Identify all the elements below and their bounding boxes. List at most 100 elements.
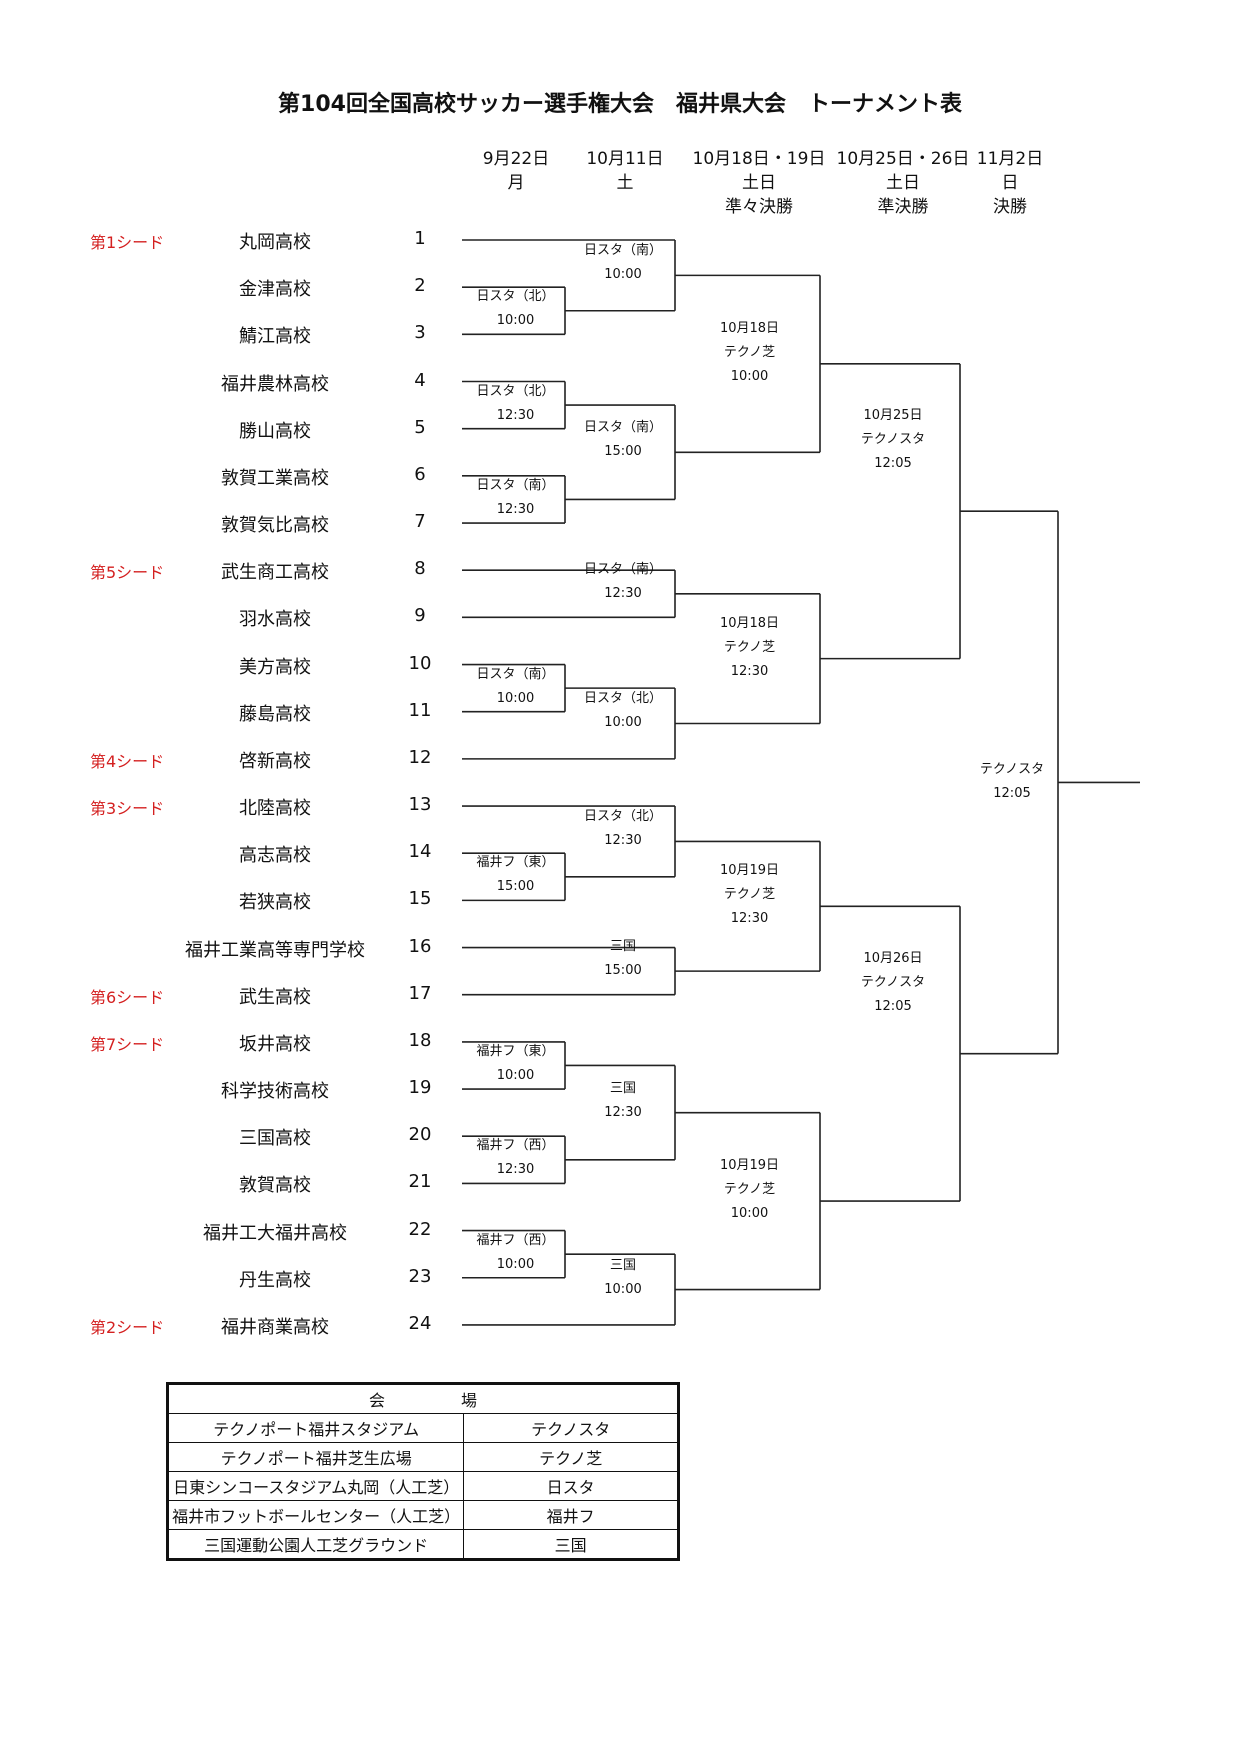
venue-row: 福井市フットボールセンター（人工芝） 福井フ	[166, 1500, 679, 1530]
round2-match-label: 日スタ（南）12:30	[563, 558, 683, 606]
match-time: 10:00	[496, 1256, 535, 1272]
match-time: 10:00	[604, 715, 642, 731]
match-venue: 三国	[609, 1257, 636, 1273]
team-name: 藤島高校	[239, 703, 311, 725]
team-name: 坂井高校	[239, 1033, 311, 1055]
team-name: 北陸高校	[239, 798, 311, 820]
match-time: 12:30	[496, 501, 535, 517]
round2-match-label: 日スタ（北）10:00	[563, 687, 683, 735]
column-day: 土日	[742, 173, 776, 193]
match-time: 12:05	[993, 786, 1031, 802]
round1-match-label: 福井フ（東） 10:00	[456, 1040, 576, 1088]
match-venue: テクノ芝	[723, 1182, 776, 1198]
match-venue: 日スタ（北）	[476, 383, 555, 399]
venue-row: テクノポート福井芝生広場 テクノ芝	[166, 1442, 679, 1472]
team-number: 10	[408, 652, 432, 674]
seed-label: 第1シード	[90, 233, 165, 252]
venue-name: 日東シンコースタジアム丸岡（人工芝）	[166, 1471, 465, 1501]
team-name: 武生高校	[239, 986, 311, 1008]
column-day: 土	[616, 173, 634, 193]
column-round: 決勝	[993, 197, 1027, 217]
column-header-round1: 9月22日 月	[446, 147, 586, 195]
team-name: 福井工業高等専門学校	[185, 939, 365, 961]
match-venue: 三国	[609, 1080, 636, 1096]
team-name: 福井農林高校	[221, 373, 329, 395]
team-name: 福井商業高校	[221, 1316, 329, 1338]
match-time: 12:30	[730, 663, 769, 679]
match-venue: 日スタ（北）	[583, 809, 662, 825]
team-number: 8	[414, 558, 426, 580]
team-number: 6	[414, 463, 426, 485]
team-number: 1	[414, 228, 426, 249]
column-day: 月	[507, 173, 525, 193]
team-name: 高志高校	[239, 845, 311, 867]
match-venue: 福井フ（東）	[476, 855, 555, 871]
team-number: 21	[408, 1171, 432, 1193]
column-round: 準々決勝	[725, 197, 793, 217]
final-label: テクノスタ 12:05	[952, 758, 1072, 806]
round1-match-label: 日スタ（北）12:30	[456, 380, 576, 428]
match-time: 10:00	[496, 313, 535, 329]
team-number: 14	[408, 841, 432, 863]
team-name: 啓新高校	[239, 750, 311, 772]
venue-row: 三国運動公園人工芝グラウンド 三国	[166, 1529, 679, 1560]
venue-name: 三国運動公園人工芝グラウンド	[166, 1529, 465, 1560]
match-time: 12:05	[874, 456, 912, 472]
match-time: 10:00	[496, 690, 535, 706]
match-date: 10月26日	[863, 950, 923, 966]
match-venue: 福井フ（西）	[476, 1232, 555, 1248]
round2-match-label: 日スタ（南）15:00	[563, 416, 683, 464]
team-name: 科学技術高校	[221, 1081, 329, 1103]
team-number: 2	[414, 275, 426, 297]
column-date: 9月22日	[482, 149, 550, 169]
column-day: 日	[1001, 173, 1019, 193]
venue-table-header: 会 場	[167, 1383, 679, 1414]
venue-abbr: テクノ芝	[463, 1442, 679, 1472]
match-time: 12:30	[604, 585, 642, 601]
match-time: 15:00	[604, 444, 642, 460]
team-number: 17	[408, 982, 432, 1004]
venue-name: テクノポート福井芝生広場	[166, 1442, 465, 1472]
round1-match-label: 日スタ（南）12:30	[456, 474, 576, 522]
team-number: 22	[408, 1218, 432, 1240]
match-venue: 福井フ（東）	[476, 1043, 555, 1059]
venue-name: 福井市フットボールセンター（人工芝）	[166, 1500, 465, 1530]
seed-label: 第7シード	[90, 1034, 165, 1054]
round2-match-label: 日スタ（南）10:00	[563, 239, 683, 287]
match-time: 15:00	[604, 963, 642, 979]
match-date: 10月19日	[719, 1158, 780, 1174]
column-date: 10月25日・26日	[836, 149, 970, 169]
team-name: 金津高校	[239, 279, 311, 301]
column-header-final: 11月2日 日 決勝	[950, 147, 1070, 219]
match-time: 10:00	[496, 1067, 535, 1083]
venue-abbr: 日スタ	[463, 1471, 679, 1501]
match-date: 10月18日	[719, 615, 780, 631]
match-time: 12:30	[604, 833, 642, 849]
venue-name: テクノポート福井スタジアム	[166, 1413, 465, 1443]
match-venue: テクノスタ	[979, 762, 1045, 778]
team-number: 24	[408, 1312, 432, 1334]
column-date: 10月11日	[586, 149, 664, 169]
match-date: 10月18日	[719, 320, 780, 336]
team-name: 丹生高校	[239, 1269, 311, 1291]
team-number: 16	[408, 935, 432, 957]
team-number: 19	[408, 1077, 432, 1099]
venue-abbr: 福井フ	[463, 1500, 679, 1530]
round1-match-label: 福井フ（西）12:30	[456, 1134, 576, 1182]
team-name: 福井工大福井高校	[203, 1222, 347, 1244]
venue-row: 日東シンコースタジアム丸岡（人工芝） 日スタ	[166, 1471, 679, 1501]
match-time: 12:05	[874, 998, 912, 1014]
team-name: 敦賀工業高校	[221, 467, 329, 489]
match-date: 10月19日	[719, 863, 780, 879]
match-time: 10:00	[730, 368, 769, 384]
seed-label: 第4シード	[90, 751, 165, 771]
match-venue: 日スタ（南）	[476, 666, 555, 682]
